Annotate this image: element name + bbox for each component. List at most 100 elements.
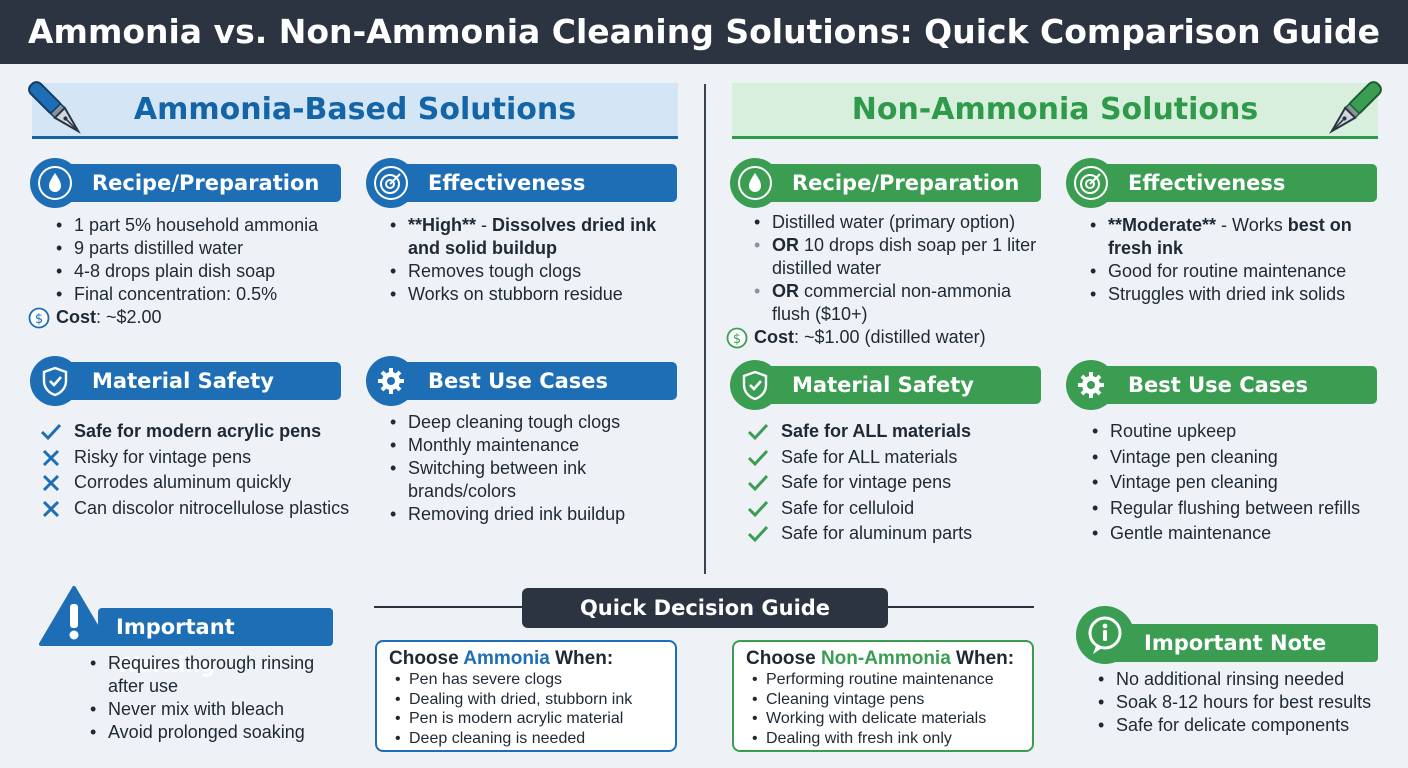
list-item: •Regular flushing between refills <box>1092 496 1377 522</box>
cost-label: Cost <box>56 307 96 327</box>
shield-icon <box>30 356 80 406</box>
ammonia-safety-header: Material Safety <box>30 356 341 406</box>
list-item: Soak 8-12 hours for best results <box>1098 691 1378 714</box>
list-item: Working with delicate materials <box>746 709 1020 729</box>
section-title: Best Use Cases <box>428 369 609 393</box>
list-item: Removing dried ink buildup <box>390 503 640 526</box>
item-text: Safe for modern acrylic pens <box>74 421 322 441</box>
item-text: Safe for ALL materials <box>781 446 958 467</box>
dollar-coin-icon: $ <box>726 327 748 349</box>
non-ammonia-usecases-list: •Routine upkeep •Vintage pen cleaning •V… <box>1092 419 1377 547</box>
list-item: • Vintage pen cleaning <box>1092 470 1377 496</box>
list-item: Cleaning vintage pens <box>746 690 1020 710</box>
item-text: 10 drops dish soap per 1 liter distilled… <box>772 235 1037 278</box>
list-item: **High** - Dissolves dried ink and solid… <box>390 214 660 260</box>
check-icon <box>747 423 769 441</box>
check-icon <box>747 449 769 466</box>
or-word: OR <box>772 281 799 301</box>
rating-text: **Moderate** <box>1108 215 1217 235</box>
list-item: 4-8 drops plain dish soap <box>56 260 356 283</box>
list-item: Final concentration: 0.5% <box>56 283 356 306</box>
cost-label: Cost <box>754 327 794 347</box>
list-item: Switching between ink brands/colors <box>390 457 640 503</box>
droplet-icon <box>730 158 780 208</box>
list-item: Performing routine maintenance <box>746 670 1020 690</box>
list-item: Distilled water (primary option) <box>754 211 1054 234</box>
list-item: Can discolor nitrocellulose plastics <box>40 496 370 522</box>
droplet-icon <box>30 158 80 208</box>
rating-detail: Dissolves dried ink and solid buildup <box>408 215 657 258</box>
non-ammonia-usecases-header: Best Use Cases <box>1066 360 1377 410</box>
list-item: No additional rinsing needed <box>1098 668 1378 691</box>
svg-text:$: $ <box>35 312 43 327</box>
fountain-pen-icon <box>28 81 81 134</box>
section-title: Recipe/Preparation <box>792 171 1020 195</box>
choose-ammonia-title: Choose Ammonia When: <box>389 648 663 670</box>
warning-header: Important Warning <box>98 608 333 677</box>
ammonia-effectiveness-list: **High** - Dissolves dried ink and solid… <box>390 214 660 306</box>
list-item: Safe for celluloid <box>747 496 1047 522</box>
section-title: Effectiveness <box>428 171 586 195</box>
ammonia-usecases-list: Deep cleaning tough clogs Monthly mainte… <box>390 411 640 526</box>
title-prefix: Choose <box>389 648 464 669</box>
list-item: Corrodes aluminum quickly <box>40 470 370 496</box>
item-text: Safe for vintage pens <box>781 472 952 492</box>
ammonia-safety-list: Safe for modern acrylic pens Risky for v… <box>40 419 370 521</box>
list-item: Struggles with dried ink solids <box>1090 283 1370 306</box>
target-icon <box>1066 158 1116 208</box>
choose-non-ammonia-box: Choose Non-Ammonia When: Performing rout… <box>732 640 1034 752</box>
item-text: Vintage pen cleaning <box>1110 472 1278 492</box>
item-text: Regular flushing between refills <box>1110 497 1361 518</box>
choose-ammonia-list: Pen has severe clogs Dealing with dried,… <box>389 670 663 748</box>
section-title: Material Safety <box>792 373 974 397</box>
bullet: • <box>1092 446 1099 467</box>
non-ammonia-recipe-list: Distilled water (primary option) OR 10 d… <box>726 211 1054 349</box>
item-text: Corrodes aluminum quickly <box>74 472 292 492</box>
non-ammonia-safety-list: Safe for ALL materials Safe for ALL mate… <box>747 419 1047 547</box>
list-item: Deep cleaning tough clogs <box>390 411 640 434</box>
list-item: Safe for vintage pens <box>747 470 1047 496</box>
list-item: Safe for ALL materials <box>747 419 1047 445</box>
list-item: Dealing with fresh ink only <box>746 729 1020 749</box>
section-title: Effectiveness <box>1128 171 1286 195</box>
section-title: Material Safety <box>92 369 274 393</box>
list-item: OR 10 drops dish soap per 1 liter distil… <box>754 234 1054 280</box>
rating-detail: best on fresh ink <box>1108 215 1352 258</box>
list-item: 1 part 5% household ammonia <box>56 214 356 237</box>
note-list: No additional rinsing needed Soak 8-12 h… <box>1098 668 1378 737</box>
item-text: Vintage pen cleaning <box>1110 446 1278 467</box>
non-ammonia-recipe-header: Recipe/Preparation <box>730 158 1041 208</box>
check-icon <box>747 500 769 517</box>
divider-line <box>886 606 1034 608</box>
ammonia-effectiveness-header: Effectiveness <box>366 158 677 208</box>
divider-line <box>374 606 524 608</box>
gear-icon <box>366 356 416 406</box>
item-text: commercial non-ammonia flush ($10+) <box>772 281 1012 324</box>
title-highlight: Ammonia <box>463 648 550 669</box>
info-icon <box>1076 606 1134 664</box>
bullet: • <box>1092 523 1099 543</box>
list-item: Pen has severe clogs <box>389 670 663 690</box>
fountain-pen-icon <box>1329 81 1382 134</box>
note-header: Important Note <box>1110 624 1378 662</box>
or-word: OR <box>772 235 799 255</box>
section-title: Recipe/Preparation <box>92 171 320 195</box>
page-title: Ammonia vs. Non-Ammonia Cleaning Solutio… <box>0 0 1408 64</box>
target-icon <box>366 158 416 208</box>
non-ammonia-effectiveness-header: Effectiveness <box>1066 158 1377 208</box>
list-item: Safe for delicate components <box>1098 714 1378 737</box>
item-text: Can discolor nitrocellulose plastics <box>74 497 350 518</box>
non-ammonia-heading: Non-Ammonia Solutions <box>732 83 1378 139</box>
choose-non-ammonia-list: Performing routine maintenance Cleaning … <box>746 670 1020 748</box>
rating-text: **High** <box>408 215 477 235</box>
bullet: • <box>1092 472 1099 492</box>
cost-value: : ~$1.00 (distilled water) <box>794 327 986 347</box>
non-ammonia-safety-header: Material Safety <box>730 360 1041 410</box>
non-ammonia-effectiveness-list: **Moderate** - Works best on fresh ink G… <box>1090 214 1370 306</box>
check-icon <box>747 525 769 543</box>
title-suffix: When: <box>950 648 1015 669</box>
cost-item: $ Cost: ~$2.00 <box>28 306 356 329</box>
list-item: Safe for ALL materials <box>747 445 1047 471</box>
list-item: Monthly maintenance <box>390 434 640 457</box>
list-item: •Gentle maintenance <box>1092 521 1377 547</box>
